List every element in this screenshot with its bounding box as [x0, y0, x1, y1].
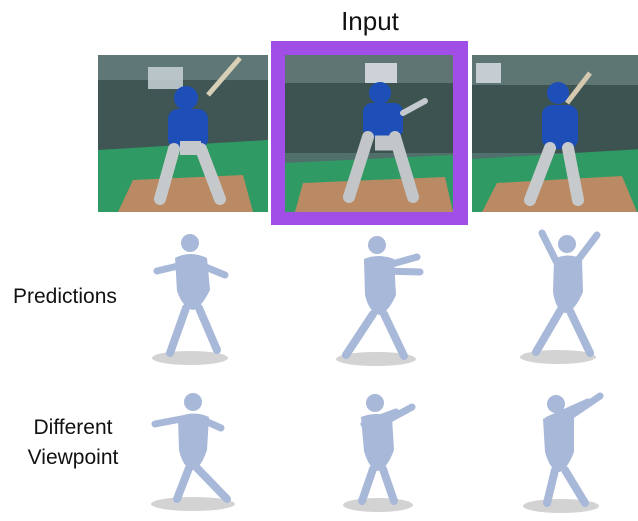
viewpoint-mesh-2	[343, 394, 416, 512]
viewpoint-mesh-3	[523, 392, 604, 513]
viewpoint-mesh-1	[151, 393, 235, 511]
prediction-mesh-1	[152, 234, 229, 365]
input-frame-left	[98, 55, 268, 212]
batter-photo-left	[98, 55, 268, 212]
prediction-mesh-3	[520, 229, 601, 364]
input-title: Input	[341, 6, 399, 36]
input-frame-center	[285, 55, 453, 212]
different-viewpoint-label: Different Viewpoint	[14, 413, 132, 473]
viewpoint-label-line-2: Viewpoint	[27, 446, 119, 469]
input-frame-right	[472, 55, 638, 212]
batter-photo-right	[472, 55, 638, 212]
batter-photo-center	[285, 55, 453, 212]
viewpoint-label-line-1: Different	[33, 416, 113, 439]
predictions-label: Predictions	[13, 285, 117, 308]
prediction-mesh-2	[336, 236, 424, 366]
